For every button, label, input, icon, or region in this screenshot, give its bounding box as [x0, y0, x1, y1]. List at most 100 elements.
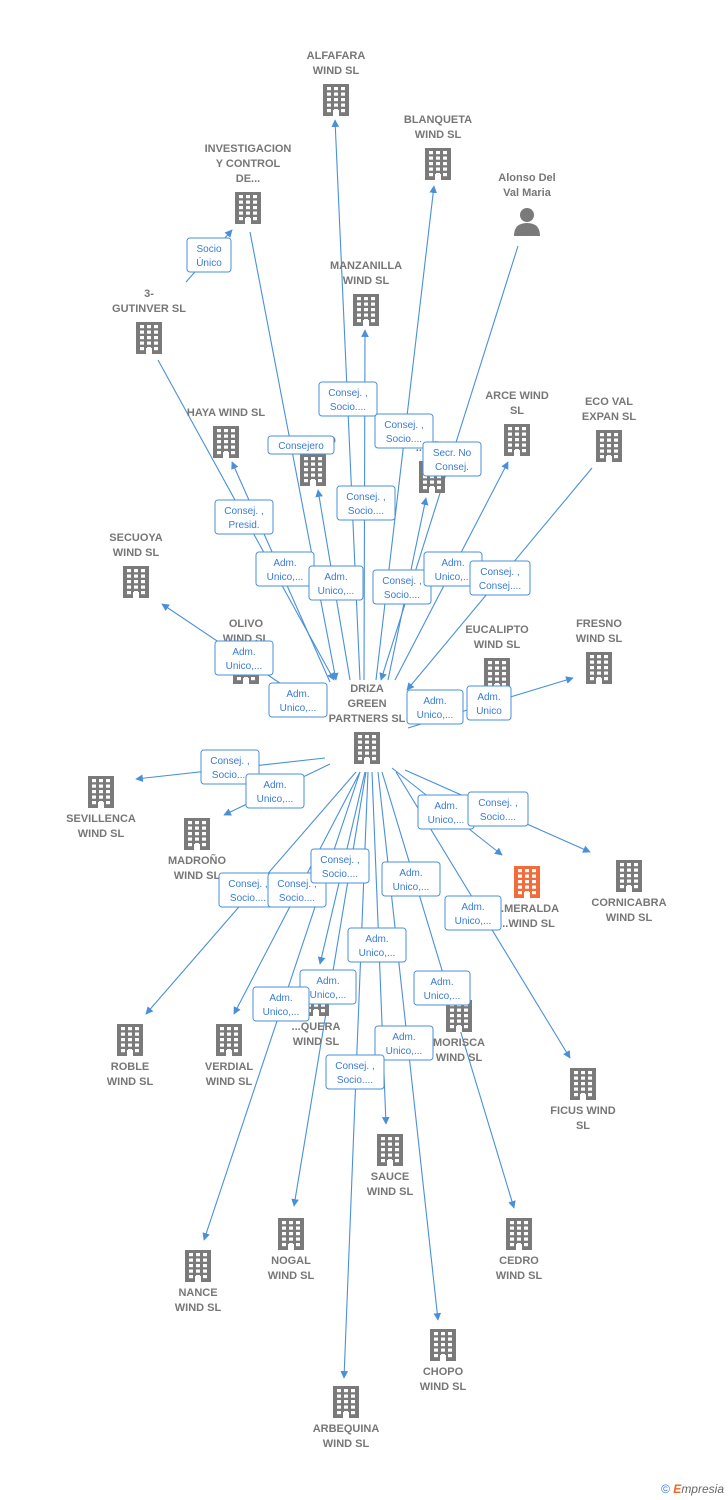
building-window: [581, 1071, 585, 1075]
building-window: [607, 444, 611, 448]
building-window: [289, 1232, 293, 1236]
building-window: [395, 1137, 399, 1141]
edge-label[interactable]: Adm.Unico,...: [252, 986, 310, 1022]
building-window: [388, 1137, 392, 1141]
edge-label[interactable]: Consej. ,Socio....: [467, 791, 529, 827]
edge-label[interactable]: Adm.Unico,...: [308, 565, 364, 601]
edge-label[interactable]: Consej. ,Socio....: [200, 749, 260, 785]
edge-label[interactable]: Adm.Unico,...: [347, 927, 407, 963]
building-window: [372, 740, 376, 744]
building-window: [135, 1043, 139, 1047]
edge-label[interactable]: Adm.Unico,...: [413, 970, 471, 1006]
building-window: [457, 1014, 461, 1018]
building-window: [140, 347, 144, 351]
edge-label-text: Consej....: [479, 581, 521, 592]
edge-label-text: Consej. ,: [382, 576, 421, 587]
building-window: [588, 1071, 592, 1075]
edge-label[interactable]: Adm.Unico,...: [268, 682, 328, 718]
building-window: [371, 297, 375, 301]
edge-label[interactable]: Adm.Unico,...: [245, 773, 305, 809]
edge-label[interactable]: Consej. ,Socio....: [374, 413, 434, 449]
building-window: [246, 195, 250, 199]
edge-label[interactable]: Consej. ,Socio....: [310, 848, 370, 884]
building-window: [365, 751, 369, 755]
edge-label-text: Adm.: [477, 692, 500, 703]
edge-label[interactable]: Consej. ,Presid.: [214, 499, 274, 535]
edge-label[interactable]: Consej. ,Consej....: [469, 560, 531, 596]
edge-label-box: [325, 1054, 385, 1090]
edge-label[interactable]: Adm.Unico,...: [406, 689, 464, 725]
building-window: [196, 1258, 200, 1262]
edge-label[interactable]: Consej. ,Socio....: [336, 485, 396, 521]
edge-label[interactable]: Adm.Unico,...: [417, 794, 475, 830]
building-window: [522, 443, 526, 447]
node-label: HAYA WIND SL: [187, 407, 266, 419]
building-window: [234, 1027, 238, 1031]
building-window: [141, 569, 145, 573]
edge-label-text: Unico,...: [417, 710, 454, 721]
building-window: [590, 666, 594, 670]
edge-label[interactable]: Consej. ,Socio....: [325, 1054, 385, 1090]
edge-label-text: Unico,...: [386, 1046, 423, 1057]
building-window: [620, 863, 624, 867]
edge-label[interactable]: Consejero: [267, 435, 335, 455]
building-window: [224, 440, 228, 444]
building-window: [140, 330, 144, 334]
building-window: [502, 683, 506, 687]
edge-label[interactable]: Consej. ,Socio....: [318, 381, 378, 417]
building-door: [245, 218, 251, 224]
building-window: [220, 1043, 224, 1047]
edge-label[interactable]: Consej. ,Socio....: [372, 569, 432, 605]
building-window: [344, 1389, 348, 1393]
edge-label[interactable]: Adm.Unico: [466, 685, 512, 721]
edge-label[interactable]: Adm.Unico,...: [374, 1025, 434, 1061]
building-window: [203, 1253, 207, 1257]
building-window: [253, 206, 257, 210]
edge-label[interactable]: Adm.Unico,...: [444, 895, 502, 931]
building-window: [327, 98, 331, 102]
building-window: [441, 1332, 445, 1336]
building-window: [423, 480, 427, 484]
edge-label[interactable]: Adm.Unico,...: [381, 861, 441, 897]
edge-label[interactable]: Adm.Unico,...: [214, 640, 274, 676]
building-window: [508, 449, 512, 453]
footer-brand[interactable]: © Empresia: [661, 1482, 724, 1496]
edge-label[interactable]: Adm.Unico,...: [255, 551, 315, 587]
building-window: [92, 790, 96, 794]
building-window: [600, 449, 604, 453]
building-window: [588, 1087, 592, 1091]
building-window: [253, 195, 257, 199]
node-gutinver[interactable]: 3-GUTINVER SL: [112, 288, 186, 354]
building-window: [614, 433, 618, 437]
edge-label-text: Adm.: [269, 993, 292, 1004]
node-haya[interactable]: HAYA WIND SL: [187, 407, 266, 458]
node-esmeralda[interactable]: ...MERALDA...WIND SL: [495, 866, 559, 930]
